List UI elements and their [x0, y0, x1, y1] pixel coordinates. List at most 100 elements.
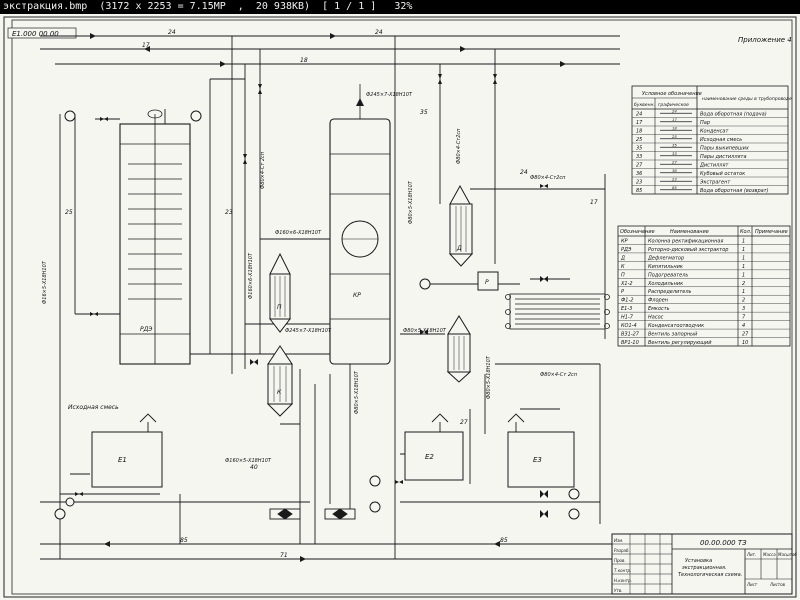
stamp-row-label: Н.контр. — [614, 578, 632, 583]
valves — [75, 74, 548, 518]
svg-text:Ф80×4-Ст 2сп: Ф80×4-Ст 2сп — [540, 372, 578, 378]
tank-e3[interactable]: Е3 — [507, 431, 575, 488]
equipment-name: Роторно-дисковый экстрактор — [648, 247, 728, 253]
dephlegmator-d[interactable] — [448, 184, 474, 267]
heater-p[interactable] — [268, 252, 292, 333]
svg-text:40: 40 — [250, 464, 258, 471]
rectification-column-kr[interactable]: КР — [329, 84, 391, 365]
equipment-name: Холодильник — [647, 281, 683, 287]
inner-frame — [11, 19, 793, 595]
equipment-qty: 2 — [742, 281, 745, 287]
svg-text:25: 25 — [65, 209, 73, 216]
svg-text:Р: Р — [485, 279, 489, 286]
equipment-name: Вентиль запорный — [648, 332, 698, 338]
legend-graphic-code: 24 — [672, 108, 677, 113]
svg-text:Масса: Масса — [763, 552, 776, 557]
equipment-qty: 1 — [742, 238, 745, 244]
equipment-code: КР — [621, 238, 628, 244]
pipe-number-labels: 24 17 24 18 85 71 85 25 23 35 24 17 27 4… — [65, 29, 598, 559]
doc-code: E1.000 00 00 — [12, 30, 59, 38]
pipe-network — [40, 35, 630, 560]
legend-code: 18 — [636, 128, 642, 134]
kr-label: КР — [353, 292, 361, 299]
svg-text:Технологическая схема.: Технологическая схема. — [678, 572, 742, 578]
equipment-name: Вентиль регулирующий — [648, 340, 712, 346]
pump-h3-icon — [419, 278, 431, 290]
equipment-qty: 1 — [742, 247, 745, 253]
legend-name: Пар — [700, 120, 710, 126]
svg-text:Кол.: Кол. — [740, 229, 751, 235]
cooler-x1[interactable] — [446, 315, 472, 383]
svg-text:71: 71 — [280, 552, 288, 559]
equipment-name: Емкость — [648, 306, 670, 312]
distributor-r[interactable]: Р — [477, 271, 499, 291]
svg-text:экстракционная.: экстракционная. — [682, 565, 727, 571]
legend-graphic-code: 25 — [672, 134, 677, 139]
drain-funnels — [139, 413, 525, 432]
legend-code: 25 — [636, 137, 642, 143]
equipment-code: Ф1-2 — [621, 298, 633, 304]
feed-label: Исходная смесь — [68, 404, 119, 411]
svg-text:Примечание: Примечание — [755, 229, 788, 235]
equipment-name: Флорен — [648, 298, 669, 304]
pumps — [54, 110, 580, 520]
svg-text:Наименование: Наименование — [670, 229, 709, 235]
pump-h1-icon — [64, 110, 76, 122]
svg-text:18: 18 — [300, 57, 308, 64]
equipment-code: РДЭ — [621, 247, 632, 253]
svg-text:Ф160×6-Х18Н10Т: Ф160×6-Х18Н10Т — [275, 230, 322, 236]
tank-e1[interactable]: Е1 — [91, 431, 163, 488]
title-block: 00.00.000 ТЗ Установка экстракционная. Т… — [611, 533, 798, 595]
svg-text:24: 24 — [375, 29, 383, 36]
equipment-qty: 10 — [742, 340, 748, 346]
rde-label: РДЭ — [140, 326, 153, 333]
equipment-code: Р — [621, 289, 624, 295]
equipment-qty: 3 — [742, 306, 745, 312]
stamp-row-label: Утв. — [614, 588, 622, 593]
svg-text:Масштаб: Масштаб — [778, 552, 798, 557]
media-legend-table: Условное обозначение буквенн. графическо… — [631, 85, 792, 195]
equipment-code: Х1-2 — [620, 281, 633, 287]
equipment-qty: 7 — [742, 315, 746, 321]
reboiler-k[interactable] — [266, 345, 294, 417]
stamp-row-label: Разраб. — [614, 548, 630, 553]
equipment-name: Кипятильник — [648, 264, 683, 270]
equipment-name: Конденсатоотводчик — [648, 323, 704, 329]
tank-e2[interactable]: Е2 — [404, 431, 464, 481]
svg-text:24: 24 — [168, 29, 176, 36]
legend-graphic-code: 18 — [672, 125, 677, 130]
svg-text:Ф16×5-Х18Н10Т: Ф16×5-Х18Н10Т — [42, 260, 48, 304]
stamp-row-label: Т.контр. — [614, 568, 631, 573]
steam-traps — [269, 508, 356, 520]
heater-p-label: П — [277, 304, 282, 311]
dephlegmator-d-label: Д — [456, 245, 462, 252]
svg-text:00.00.000 ТЗ: 00.00.000 ТЗ — [700, 539, 747, 547]
image-viewport[interactable]: E1.000 00 00 Приложение 4 — [0, 14, 800, 600]
svg-text:Ф80×5-Х18Н10Т: Ф80×5-Х18Н10Т — [408, 180, 414, 224]
svg-text:Ф245×7-Х18Н10Т: Ф245×7-Х18Н10Т — [366, 92, 413, 98]
legend-code: 27 — [636, 162, 643, 168]
pump-h2-icon — [190, 110, 202, 122]
stamp-row-label: Пров. — [614, 558, 626, 563]
equipment-code: Д — [620, 255, 625, 261]
svg-text:Ф80×4-Ст2сп: Ф80×4-Ст2сп — [456, 128, 462, 164]
legend-graphic-code: 27 — [672, 159, 677, 164]
equipment-name: Колонна ректификационная — [648, 238, 723, 244]
legend-name: Вода оборотная (возврат) — [700, 188, 769, 194]
legend-graphic-code: 33 — [672, 151, 677, 156]
svg-text:35: 35 — [420, 109, 428, 116]
svg-text:Е1: Е1 — [118, 456, 127, 464]
svg-text:24: 24 — [520, 169, 528, 176]
svg-text:17: 17 — [590, 199, 598, 206]
svg-text:Ф80×4-Ст2сп: Ф80×4-Ст2сп — [530, 175, 566, 181]
extractor-column-rde[interactable]: РДЭ — [119, 109, 191, 365]
pump-h4-icon — [54, 508, 66, 520]
equipment-code: Н1-7 — [621, 315, 634, 321]
svg-text:наименование среды в трубопров: наименование среды в трубопроводе — [702, 96, 792, 102]
svg-text:17: 17 — [142, 42, 150, 49]
svg-text:Ф160×5-Х18Н10Т: Ф160×5-Х18Н10Т — [225, 458, 272, 464]
outer-frame — [3, 16, 797, 598]
pump-h9-icon — [65, 497, 75, 507]
horizontal-cooler-x2[interactable] — [505, 293, 610, 330]
legend-code: 36 — [636, 171, 642, 177]
